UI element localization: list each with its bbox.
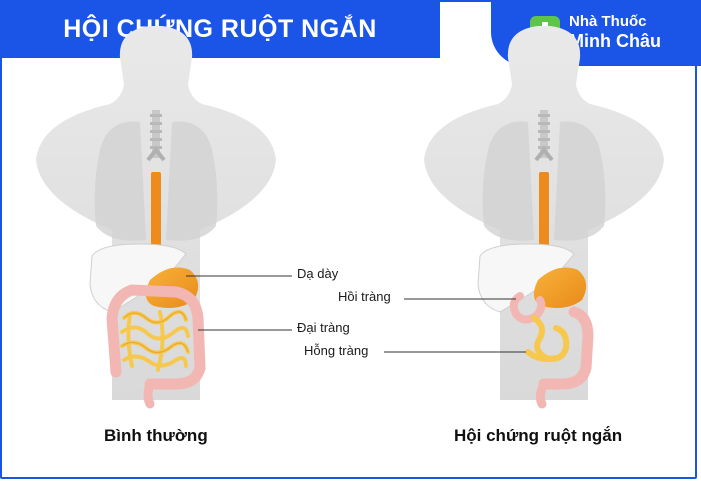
ileum-label: Hồi tràng <box>338 289 391 304</box>
stomach-label: Dạ dày <box>297 266 339 281</box>
brand-name-line2: Minh Châu <box>569 31 661 51</box>
brand-name-line1: Nhà Thuốc <box>569 13 647 30</box>
syndrome-caption: Hội chứng ruột ngắn <box>454 426 623 445</box>
title-bar <box>0 0 440 58</box>
short-bowel-body-silhouette <box>424 26 664 409</box>
large-intestine-label: Đại tràng <box>297 320 350 335</box>
normal-body-silhouette <box>36 26 276 409</box>
page-title: HỘI CHỨNG RUỘT NGẮN <box>63 14 377 43</box>
jejunum-label: Hỗng tràng <box>304 343 369 358</box>
normal-caption: Bình thường <box>104 426 208 445</box>
